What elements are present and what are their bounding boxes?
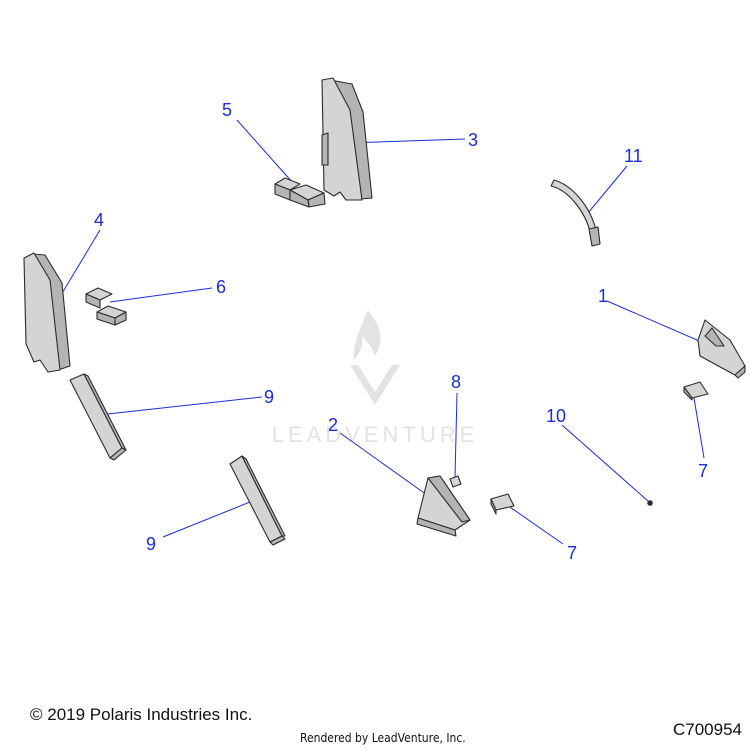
watermark: LEADVENTURE [272, 310, 479, 447]
leader-line-3 [347, 138, 466, 144]
callout-7a: 7 [698, 461, 708, 481]
callout-9b: 9 [146, 534, 156, 554]
leader-lines [51, 119, 721, 545]
callout-5: 5 [222, 100, 232, 120]
part-5-blocks [274, 177, 326, 208]
leader-line-10 [561, 424, 649, 502]
leader-line-9a [97, 396, 263, 416]
leader-line-9b [162, 499, 256, 538]
flame-v-logo-icon [350, 310, 400, 405]
callout-1: 1 [598, 286, 608, 306]
leader-line-6 [109, 287, 213, 303]
leader-line-7b [506, 504, 564, 545]
part-2-bracket [416, 475, 471, 537]
callout-10: 10 [546, 406, 566, 426]
callout-6: 6 [216, 277, 226, 297]
part-7b-pad [490, 493, 515, 515]
copyright-text: © 2019 Polaris Industries Inc. [30, 705, 253, 724]
part-3-panel [321, 77, 373, 201]
part-4-panel [23, 252, 71, 373]
diagram-code: C700954 [672, 720, 742, 739]
part-8-clip [449, 475, 462, 488]
part-11-seal [550, 179, 601, 247]
callout-9a: 9 [264, 387, 274, 407]
leader-line-8 [454, 392, 458, 479]
callout-7b: 7 [567, 543, 577, 563]
leader-line-5 [236, 119, 294, 184]
part-10-fastener [647, 500, 653, 506]
part-1-bracket [697, 319, 746, 379]
part-9b-strip [229, 455, 286, 546]
callout-2: 2 [328, 415, 338, 435]
callout-8: 8 [451, 372, 461, 392]
leader-line-11 [587, 165, 628, 214]
part-6-blocks [85, 287, 127, 326]
rendered-by-text: Rendered by LeadVenture, Inc. [300, 731, 466, 745]
part-9a-strip [69, 373, 127, 461]
callout-labels: 3 5 11 4 6 1 9 8 2 10 7 7 9 [94, 100, 708, 563]
part-7a-pad [683, 381, 709, 401]
leader-line-7a [692, 391, 705, 459]
callout-11: 11 [624, 146, 643, 166]
watermark-text: LEADVENTURE [272, 422, 479, 447]
callout-3: 3 [468, 130, 478, 150]
callout-4: 4 [94, 210, 104, 230]
